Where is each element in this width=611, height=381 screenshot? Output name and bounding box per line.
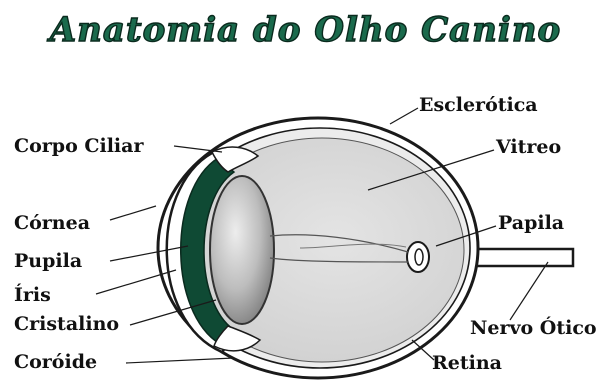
- label-esclerotica: Esclerótica: [419, 96, 538, 115]
- label-cornea: Córnea: [14, 214, 90, 233]
- label-pupila: Pupila: [14, 252, 82, 271]
- label-papila: Papila: [498, 214, 564, 233]
- label-iris: Íris: [14, 286, 51, 305]
- label-vitreo: Vitreo: [496, 138, 561, 157]
- label-corpo-ciliar: Corpo Ciliar: [14, 137, 143, 156]
- leader-nervo-otico: [510, 262, 548, 320]
- lens: [210, 176, 274, 324]
- label-nervo-otico: Nervo Ótico: [470, 319, 597, 338]
- label-cristalino: Cristalino: [14, 315, 119, 334]
- leader-esclerotica: [390, 108, 418, 124]
- label-retina: Retina: [432, 354, 502, 373]
- label-coroide: Coróide: [14, 353, 97, 372]
- leader-cornea: [110, 206, 156, 220]
- leader-coroide: [126, 358, 234, 363]
- optic-disc-inner: [415, 249, 423, 265]
